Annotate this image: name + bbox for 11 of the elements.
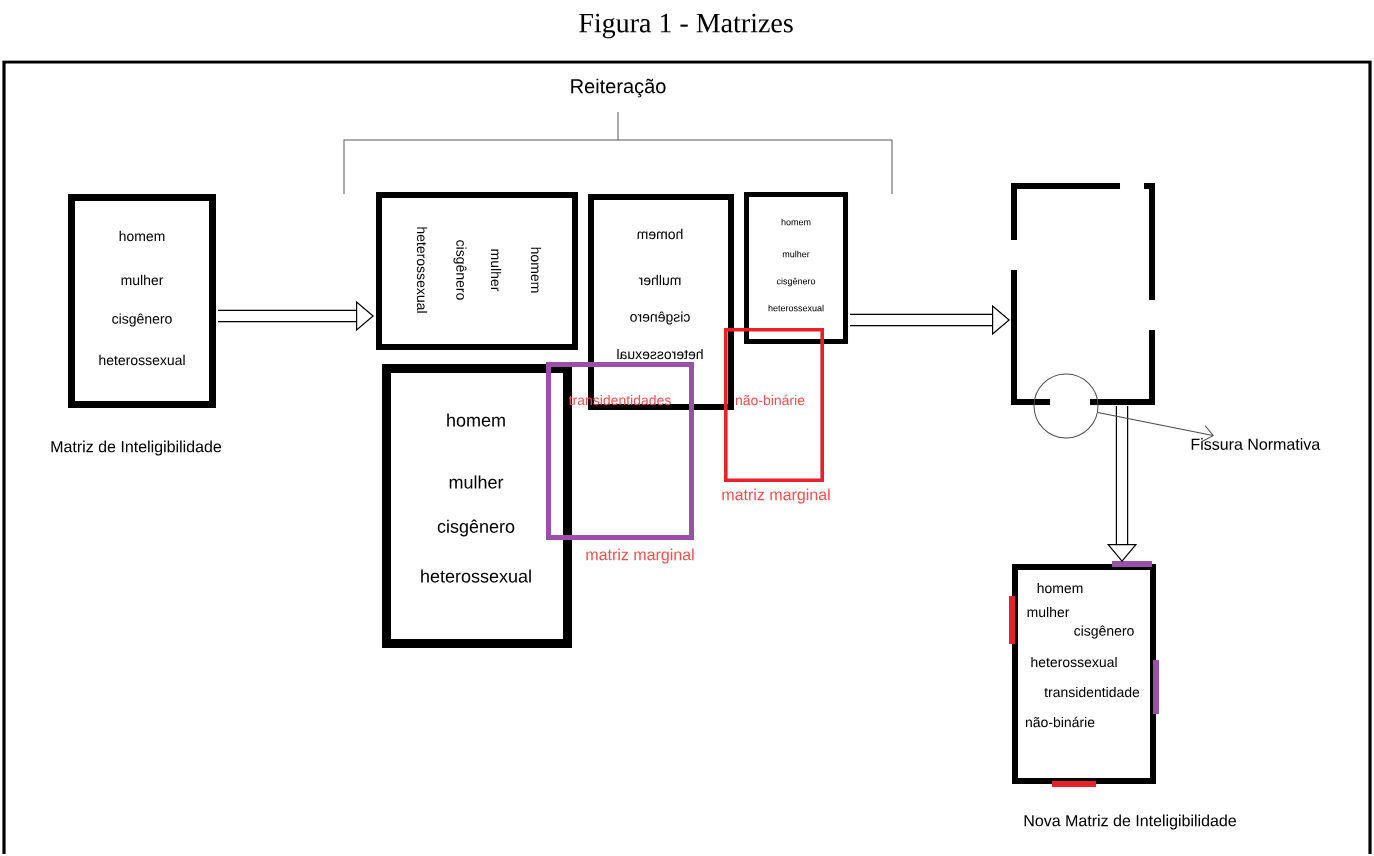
arrow <box>1097 411 1214 442</box>
fissure-circle <box>1033 373 1099 439</box>
figure-title: Figura 1 - Matrizes <box>579 13 793 39</box>
matrix-box: homem mulher cisgênero heterossexual <box>382 364 572 648</box>
broken-box <box>1011 183 1155 405</box>
node-label: matriz marginal <box>722 488 830 504</box>
node-label: Nova Matriz de Inteligibilidade <box>1024 814 1236 830</box>
node-label: matriz marginal <box>586 548 694 564</box>
bracket-label: Reiteração <box>571 78 666 98</box>
annotation-text: Fissura Normativa <box>1191 438 1321 450</box>
node-label: Matriz de Inteligibilidade <box>51 440 222 456</box>
